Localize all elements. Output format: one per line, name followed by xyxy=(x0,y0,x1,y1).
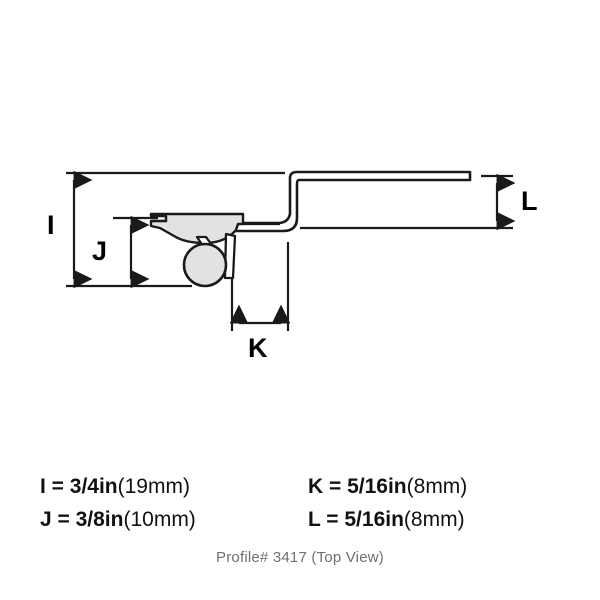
legend-row-l: L = 5/16in(8mm) xyxy=(308,503,520,536)
profile-caption: Profile# 3417 (Top View) xyxy=(216,549,384,566)
dim-label-i: I xyxy=(47,210,55,240)
dim-label-k: K xyxy=(248,333,268,363)
legend-row-j: J = 3/8in(10mm) xyxy=(40,503,308,536)
roller-circle xyxy=(182,242,228,288)
dimension-legend: I = 3/4in(19mm) J = 3/8in(10mm) K = 5/16… xyxy=(40,470,520,536)
legend-j-equation: J = 3/8in xyxy=(40,508,124,531)
legend-k-equation: K = 5/16in xyxy=(308,475,407,498)
dim-label-j: J xyxy=(92,236,108,266)
legend-k-metric: (8mm) xyxy=(406,475,468,498)
legend-column-left: I = 3/4in(19mm) J = 3/8in(10mm) xyxy=(40,470,308,536)
legend-row-k: K = 5/16in(8mm) xyxy=(308,470,520,503)
legend-l-equation: L = 5/16in xyxy=(308,508,404,531)
dim-label-l: L xyxy=(521,186,538,216)
legend-i-metric: (19mm) xyxy=(117,475,190,498)
legend-i-equation: I = 3/4in xyxy=(40,475,118,498)
roller-assembly xyxy=(182,242,228,288)
hinge-notch-detail xyxy=(151,216,168,223)
legend-j-metric: (10mm) xyxy=(123,508,196,531)
dimension-arrows xyxy=(72,170,516,325)
legend-column-right: K = 5/16in(8mm) L = 5/16in(8mm) xyxy=(308,470,520,536)
support-arm-right xyxy=(223,232,237,280)
legend-l-metric: (8mm) xyxy=(403,508,465,531)
legend-row-i: I = 3/4in(19mm) xyxy=(40,470,308,503)
